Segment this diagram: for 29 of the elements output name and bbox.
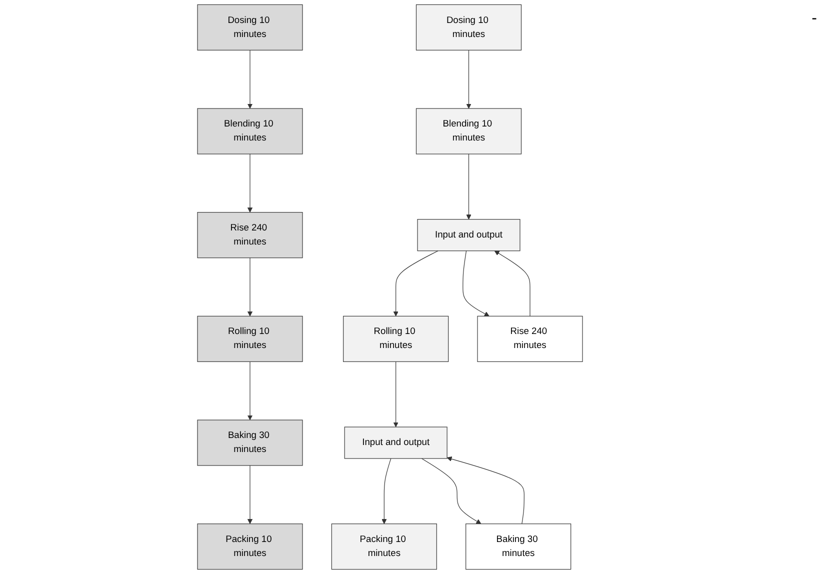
arrow: [247, 50, 253, 109]
node-box: Rolling 10 minutes: [197, 316, 303, 362]
arrow: [494, 250, 530, 316]
node-box: Packing 10 minutes: [331, 524, 437, 570]
note-text: -: [812, 10, 817, 28]
node-box: Blending 10 minutes: [416, 108, 522, 154]
arrow: [247, 465, 253, 524]
arrow: [462, 250, 490, 316]
arrow: [247, 154, 253, 213]
node-box: Baking 30 minutes: [197, 420, 303, 466]
arrow: [446, 456, 524, 524]
node-box: Packing 10 minutes: [197, 524, 303, 570]
arrow: [466, 50, 472, 109]
node-box: Baking 30 minutes: [466, 524, 572, 570]
arrow: [382, 458, 392, 524]
node-box: Dosing 10 minutes: [197, 4, 303, 50]
node-box: Input and output: [344, 426, 448, 459]
node-box: Blending 10 minutes: [197, 108, 303, 154]
arrow: [247, 361, 253, 420]
node-box: Rise 240 minutes: [477, 316, 583, 362]
arrow: [393, 361, 398, 428]
arrow: [247, 258, 253, 316]
arrow: [421, 458, 482, 524]
node-box: Input and output: [417, 219, 520, 252]
node-box: Rolling 10 minutes: [343, 316, 449, 362]
arrow: [466, 154, 472, 220]
node-box: Dosing 10 minutes: [416, 4, 522, 50]
node-box: Rise 240 minutes: [197, 212, 303, 258]
arrow: [393, 250, 438, 316]
